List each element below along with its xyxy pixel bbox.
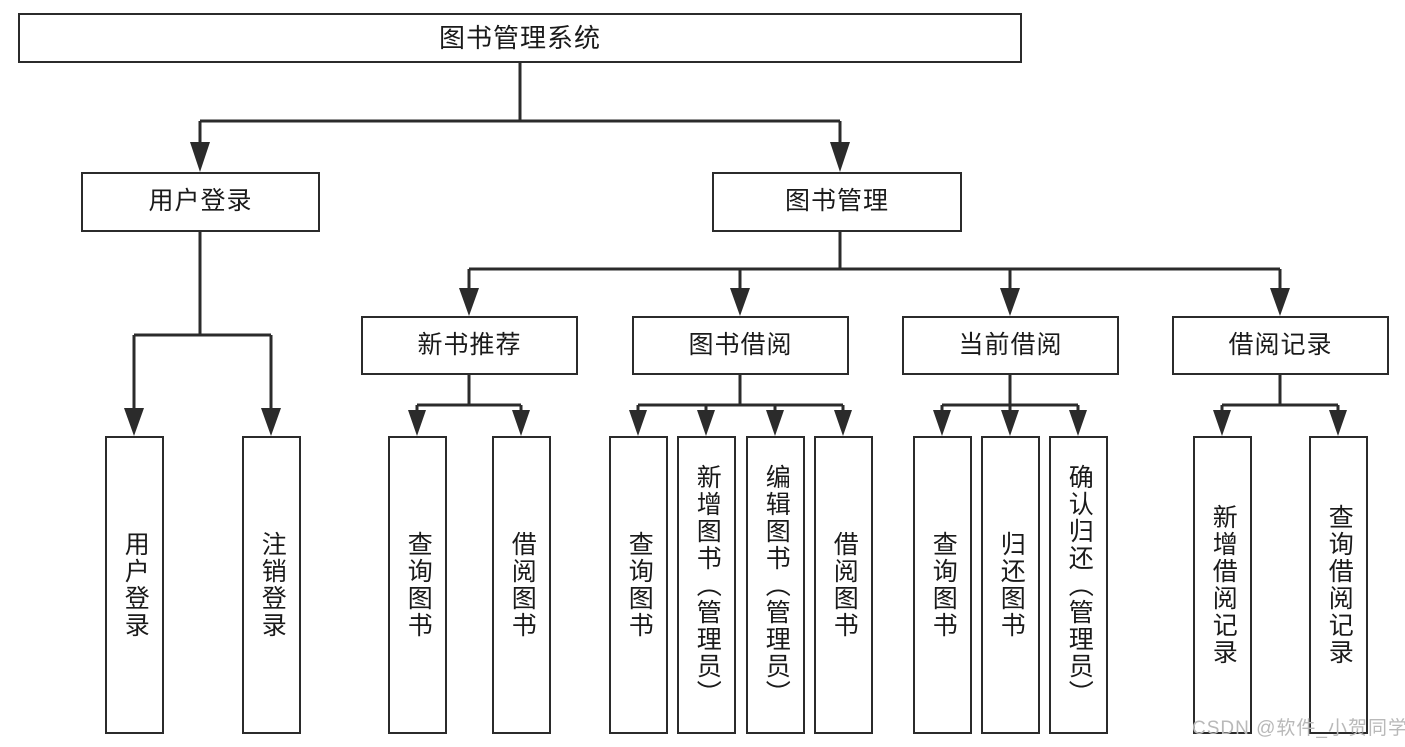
leaf-query-book-borrow[interactable]: 查询图书 <box>609 436 668 734</box>
node-new-book-recommend[interactable]: 新书推荐 <box>361 316 578 375</box>
leaf-add-book-admin[interactable]: 新增图书（管理员） <box>677 436 736 734</box>
leaf-add-borrow-record[interactable]: 新增借阅记录 <box>1193 436 1252 734</box>
leaf-edit-book-admin[interactable]: 编辑图书（管理员） <box>746 436 805 734</box>
node-root-book-management-system[interactable]: 图书管理系统 <box>18 13 1022 63</box>
leaf-query-borrow-record[interactable]: 查询借阅记录 <box>1309 436 1368 734</box>
csdn-watermark: CSDN @软件_小贺同学 <box>1192 718 1405 739</box>
leaf-query-book-current[interactable]: 查询图书 <box>913 436 972 734</box>
leaf-confirm-return-admin[interactable]: 确认归还（管理员） <box>1049 436 1108 734</box>
node-book-management[interactable]: 图书管理 <box>712 172 962 232</box>
leaf-logout-login[interactable]: 注销登录 <box>242 436 301 734</box>
node-current-borrow[interactable]: 当前借阅 <box>902 316 1119 375</box>
leaf-borrow-book-recommend[interactable]: 借阅图书 <box>492 436 551 734</box>
leaf-borrow-book[interactable]: 借阅图书 <box>814 436 873 734</box>
leaf-query-book-recommend[interactable]: 查询图书 <box>388 436 447 734</box>
node-borrow-record[interactable]: 借阅记录 <box>1172 316 1389 375</box>
leaf-user-login[interactable]: 用户登录 <box>105 436 164 734</box>
node-user-login[interactable]: 用户登录 <box>81 172 320 232</box>
leaf-return-book[interactable]: 归还图书 <box>981 436 1040 734</box>
node-book-borrow[interactable]: 图书借阅 <box>632 316 849 375</box>
